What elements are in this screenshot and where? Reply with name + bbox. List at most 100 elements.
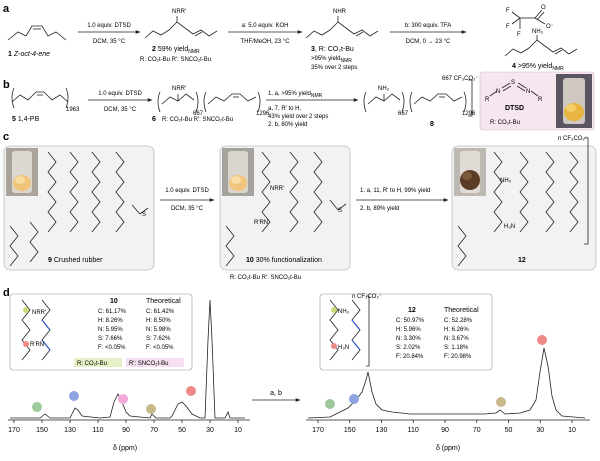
right-box-group-1: NH₃ bbox=[338, 309, 350, 315]
panel-b-label: b bbox=[3, 79, 10, 91]
left-tick-label: 170 bbox=[8, 427, 20, 434]
compound-2-label: 2 bbox=[152, 46, 156, 53]
step-b2-line-1: 1. a, >95% yield bbox=[268, 91, 311, 97]
svg-text:2 59% yieldNMR: 2 59% yieldNMR bbox=[152, 46, 200, 55]
left-box-group-2: R′RN bbox=[30, 342, 44, 348]
spectrum-left-xlabel: δ (ppm) bbox=[113, 445, 137, 452]
compound-10-chains bbox=[225, 151, 347, 267]
tfa-oxygen: O bbox=[541, 5, 546, 11]
svg-text:10 30% functionalization: 10 30% functionalization bbox=[246, 257, 322, 264]
compound-3-label: 3 bbox=[311, 46, 315, 53]
right-composition-box bbox=[319, 293, 493, 371]
panel-d-label: d bbox=[3, 287, 10, 299]
left-box-row-1-found: H: 8.26% bbox=[98, 318, 123, 324]
marker-right-blue bbox=[349, 394, 359, 404]
compound-4-yield: >95% yield bbox=[518, 63, 553, 70]
marker-right-green bbox=[325, 399, 335, 409]
compound-4-group: NH₃ bbox=[532, 29, 544, 35]
compound-3-structure bbox=[305, 16, 379, 39]
step-b2-line-1-sub: NMR bbox=[311, 93, 323, 99]
left-box-rp-definition: R′: SNCO₂t-Bu bbox=[129, 361, 168, 367]
compound-12-group-2: H₃N bbox=[504, 224, 515, 230]
marker-left-blue bbox=[69, 391, 79, 401]
compound-5-name: 1,4-PB bbox=[18, 116, 40, 123]
left-tick-label: 110 bbox=[92, 427, 103, 434]
compound-8-subscript-1: 667 bbox=[398, 111, 409, 117]
svg-text:3, R: CO₂t-Bu: 3, R: CO₂t-Bu bbox=[311, 46, 354, 53]
left-tick-label: 50 bbox=[178, 427, 186, 434]
left-tick-label: 150 bbox=[36, 427, 48, 434]
right-tick-label: 110 bbox=[408, 427, 419, 434]
dtsd-structure bbox=[489, 82, 539, 97]
right-box-row-1-found: H: 5.96% bbox=[396, 327, 421, 333]
left-box-row-4-found: F: <0.05% bbox=[98, 345, 126, 351]
svg-text:9 Crushed rubber: 9 Crushed rubber bbox=[48, 257, 103, 264]
compound-8-structure bbox=[363, 79, 473, 117]
compound-10-group-1: NRR′ bbox=[270, 186, 285, 192]
compound-3-group: NHR bbox=[333, 9, 347, 15]
left-box-row-0-theo: C: 61.42% bbox=[146, 309, 175, 315]
left-box-row-4-theo: F: <0.05% bbox=[146, 345, 174, 351]
right-box-row-0-theo: C: 52.28% bbox=[444, 318, 473, 324]
left-box-row-3-found: S: 7.66% bbox=[98, 336, 123, 342]
left-box-row-2-found: N: 5.95% bbox=[98, 327, 123, 333]
right-tick-label: 10 bbox=[568, 427, 576, 434]
tfa-oxide: O⁻ bbox=[546, 24, 554, 30]
box-compound-12 bbox=[451, 145, 597, 271]
step-a2-conditions: THF/MeOH, 23 °C bbox=[240, 39, 290, 45]
compound-3-yield-sub: NMR bbox=[341, 58, 353, 64]
left-box-row-0-found: C: 61.17% bbox=[98, 309, 127, 315]
right-tick-label: 130 bbox=[376, 427, 388, 434]
compound-3-yield-2-steps: 35% over 2 steps bbox=[311, 65, 357, 71]
left-tick-label: 90 bbox=[122, 427, 130, 434]
right-box-row-2-theo: N: 3.67% bbox=[444, 336, 469, 342]
compound-2-yield: 59% yield bbox=[158, 46, 188, 53]
compound-12-chains bbox=[457, 137, 589, 267]
panel-a-r-definition: R: CO₂t-Bu R′: SNCO₂t-Bu bbox=[140, 57, 211, 63]
compound-1-label: 1 bbox=[8, 51, 12, 58]
svg-text:5 1,4-PB: 5 1,4-PB bbox=[12, 116, 40, 123]
marker-right-red bbox=[537, 335, 547, 345]
marker-left-green bbox=[32, 402, 42, 412]
right-tick-label: 50 bbox=[505, 427, 513, 434]
step-c2-line-1: 1. a, 11, R′ to H, 99% yield bbox=[360, 188, 430, 194]
left-box-group-1: NRR′ bbox=[32, 310, 47, 316]
left-box-theoretical: Theoretical bbox=[146, 298, 181, 305]
dtsd-n-left: N bbox=[496, 89, 500, 95]
left-tick-label: 30 bbox=[206, 427, 214, 434]
panel-a-label: a bbox=[3, 3, 10, 15]
left-tick-label: 10 bbox=[234, 427, 242, 434]
tfa-f-2: F bbox=[506, 24, 510, 30]
compound-10-sulfur: S bbox=[338, 208, 342, 214]
left-tick-label: 70 bbox=[150, 427, 158, 434]
compound-10-name: 30% functionalization bbox=[256, 257, 322, 264]
spectrum-right-xlabel: δ (ppm) bbox=[436, 445, 460, 452]
right-box-row-1-theo: H: 6.26% bbox=[444, 327, 469, 333]
marker-left-pink bbox=[118, 394, 128, 404]
right-box-row-3-theo: S: 1.18% bbox=[444, 345, 469, 351]
right-tick-label: 170 bbox=[312, 427, 324, 434]
compound-8-counterion: 667 CF₃CO₂⁻ bbox=[442, 76, 479, 82]
compound-12-group-1: NH₃ bbox=[500, 178, 512, 184]
compound-2-yield-sub: NMR bbox=[188, 49, 200, 55]
step-b1-reagent: 1.0 equiv. DTSD bbox=[98, 91, 142, 97]
left-box-title: 10 bbox=[110, 298, 118, 305]
right-tick-label: 150 bbox=[344, 427, 356, 434]
step-a3-reagent: b: 300 equiv. TFA bbox=[405, 23, 451, 29]
compound-3-yield: >95% yield bbox=[311, 56, 341, 62]
left-box-row-3-theo: S: 7.62% bbox=[146, 336, 171, 342]
trifluoroacetate-structure bbox=[511, 9, 546, 29]
left-box-row-2-theo: N: 5.98% bbox=[146, 327, 171, 333]
compound-6-structure bbox=[157, 91, 261, 113]
svg-text:1 Z-oct-4-ene: 1 Z-oct-4-ene bbox=[8, 51, 50, 58]
compound-12-counterion: n CF₃CO₂⁻ bbox=[558, 136, 588, 142]
left-composition-box bbox=[9, 293, 193, 371]
spectrum-right-trace bbox=[307, 347, 586, 419]
right-box-row-0-found: C: 50.97% bbox=[396, 318, 425, 324]
step-b1-conditions: DCM, 35 °C bbox=[104, 107, 137, 113]
marker-left-red bbox=[186, 386, 196, 396]
tfa-f-3: F bbox=[517, 32, 521, 38]
compound-8-group: NH₃ bbox=[378, 86, 390, 92]
